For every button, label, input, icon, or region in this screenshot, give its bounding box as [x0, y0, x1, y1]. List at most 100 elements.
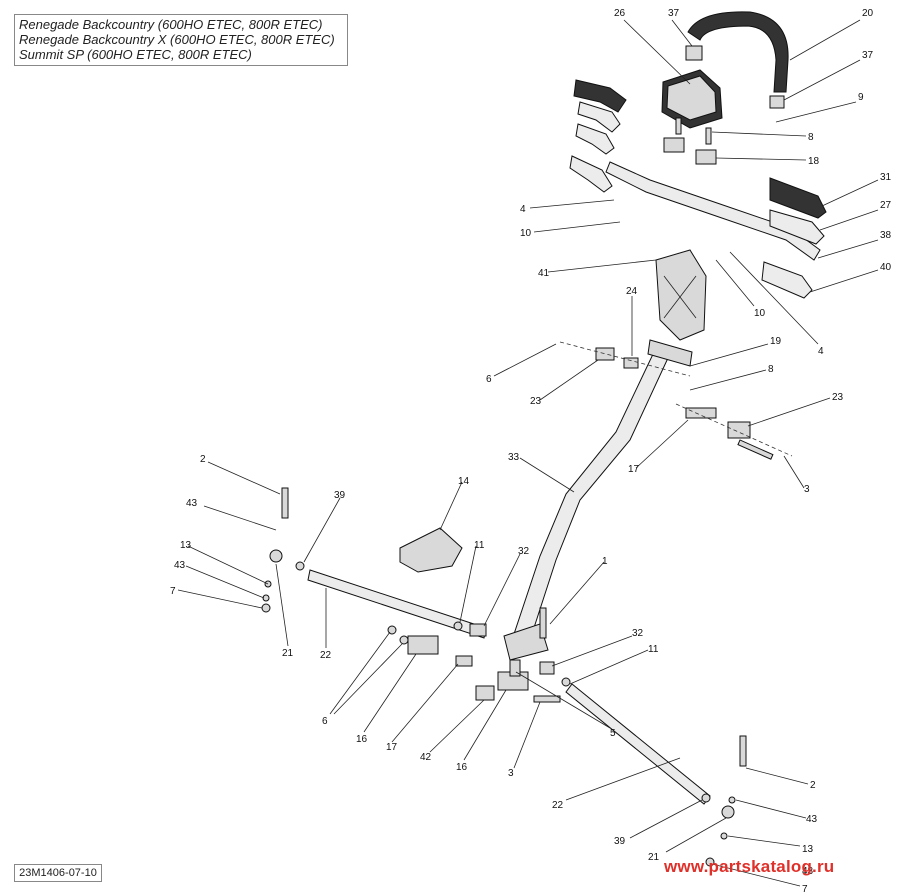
bolt-3-upper	[737, 439, 774, 460]
callout-23-b: 23	[832, 392, 844, 403]
callout-17-a: 17	[628, 464, 640, 475]
model-line-3: Summit SP (600HO ETEC, 800R ETEC)	[19, 47, 252, 62]
callout-26: 26	[614, 8, 626, 19]
nut-11-right	[561, 677, 571, 687]
callout-4-b: 4	[818, 346, 824, 357]
callout-31: 31	[880, 172, 892, 183]
callout-19: 19	[770, 336, 782, 347]
sleeve-17-upper	[685, 407, 717, 419]
bushing-42	[475, 685, 495, 701]
callout-10-a: 10	[520, 228, 532, 239]
callout-22-a: 22	[320, 650, 332, 661]
tie-rod-upper	[307, 569, 487, 639]
washer-43-right-upper	[728, 796, 736, 804]
callout-9: 9	[858, 92, 864, 103]
callout-20: 20	[862, 8, 874, 19]
spacer-5	[509, 659, 521, 677]
callout-14: 14	[458, 476, 470, 487]
callout-13-a: 13	[180, 540, 192, 551]
cover-14	[399, 527, 463, 573]
grip-right-27	[769, 209, 825, 245]
callout-42: 42	[420, 752, 432, 763]
watermark: www.partskatalog.ru	[664, 857, 835, 876]
callout-3-b: 3	[508, 768, 514, 779]
grip-right-31	[769, 177, 827, 219]
bolt-2-left	[281, 487, 289, 519]
callout-1: 1	[602, 556, 608, 567]
callout-10-b: 10	[754, 308, 766, 319]
callout-2-a: 2	[200, 454, 206, 465]
callout-22-b: 22	[552, 800, 564, 811]
callout-27: 27	[880, 200, 892, 211]
callout-43-a: 43	[186, 498, 198, 509]
callout-37-b: 37	[862, 50, 874, 61]
pin-24	[623, 357, 639, 369]
grip-left-38	[575, 123, 615, 155]
callout-41: 41	[538, 268, 550, 279]
nut-11-left	[453, 621, 463, 631]
arm-16-left	[407, 635, 439, 655]
nut-6-b	[399, 635, 409, 645]
bolt-1	[539, 607, 547, 639]
callout-43-c: 43	[806, 814, 818, 825]
callout-38: 38	[880, 230, 892, 241]
callout-8-a: 8	[808, 132, 814, 143]
callout-7-a: 7	[170, 586, 176, 597]
ball-joint-21-right	[721, 805, 735, 819]
callout-21-b: 21	[648, 852, 660, 863]
callout-37-a: 37	[668, 8, 680, 19]
callout-16-a: 16	[356, 734, 368, 745]
callout-21-a: 21	[282, 648, 294, 659]
bolt-2-right	[739, 735, 747, 767]
callout-33: 33	[508, 452, 520, 463]
callout-6-b: 6	[322, 716, 328, 727]
grip-left-31	[573, 79, 627, 113]
end-32-right	[539, 661, 555, 675]
handlebar-pad	[661, 69, 723, 129]
callout-32-b: 32	[632, 628, 644, 639]
bolt-8-left	[675, 117, 682, 135]
bushing-23-left	[595, 347, 615, 361]
clamp-block-18	[695, 149, 717, 165]
callout-labels: 26 37 20 37 9 8 18 31 27 38 40 4 10 41 1…	[170, 8, 892, 895]
callout-43-d: 43	[802, 866, 814, 877]
callout-2-b: 2	[810, 780, 816, 791]
grip-left-27	[577, 101, 621, 133]
callout-4-a: 4	[520, 204, 526, 215]
model-line-2: Renegade Backcountry X (600HO ETEC, 800R…	[19, 32, 335, 47]
clamp-37-right	[769, 95, 785, 109]
diagram-reference: 23M1406-07-10	[14, 864, 102, 882]
callout-5: 5	[610, 728, 616, 739]
callout-3-a: 3	[804, 484, 810, 495]
end-32-left	[469, 623, 487, 637]
nut-39-left	[295, 561, 305, 571]
washer-13-right	[720, 832, 728, 840]
grip-left-40	[569, 155, 613, 193]
callout-11-a: 11	[474, 540, 485, 551]
callout-18: 18	[808, 156, 820, 167]
nut-39-right	[701, 793, 711, 803]
clamp-block-upper	[663, 137, 685, 153]
callout-32-a: 32	[518, 546, 530, 557]
grip-right-40	[761, 261, 813, 299]
handlebar	[605, 161, 821, 261]
model-title-box: Renegade Backcountry (600HO ETEC, 800R E…	[14, 14, 348, 66]
column-bottom-bracket	[503, 623, 549, 661]
bolt-3-lower	[533, 695, 561, 703]
callout-16-b: 16	[456, 762, 468, 773]
callout-39-a: 39	[334, 490, 346, 501]
nut-7-left	[261, 603, 271, 613]
model-line-1: Renegade Backcountry (600HO ETEC, 800R E…	[19, 17, 323, 32]
callout-43-b: 43	[174, 560, 186, 571]
callout-13-b: 13	[802, 844, 814, 855]
callout-7-b: 7	[802, 884, 808, 895]
tie-rod-lower	[565, 683, 711, 805]
leader-lines	[177, 19, 879, 887]
callout-8-b: 8	[768, 364, 774, 375]
handlebar-strap	[687, 11, 789, 93]
bolt-8-upper	[705, 127, 712, 145]
ball-joint-21-left	[269, 549, 283, 563]
clamp-37-left	[685, 45, 703, 61]
callout-40: 40	[880, 262, 892, 273]
